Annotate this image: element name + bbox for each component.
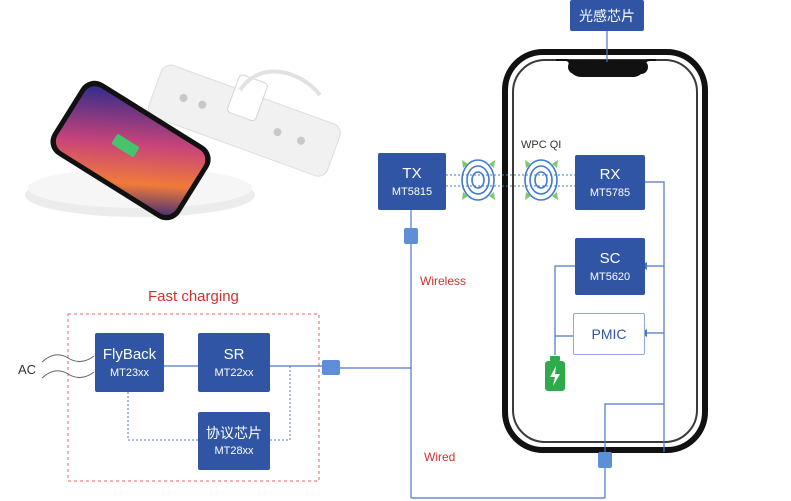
sr-block: SR MT22xx bbox=[198, 333, 270, 392]
rx-title: RX bbox=[599, 165, 621, 183]
fast-charger-connector bbox=[322, 360, 340, 375]
flyback-title: FlyBack bbox=[102, 345, 157, 363]
rx-block: RX MT5785 bbox=[575, 155, 645, 210]
product-photo bbox=[25, 64, 341, 221]
pmic-block: PMIC bbox=[573, 313, 645, 355]
tx-block: TX MT5815 bbox=[378, 153, 446, 210]
protocol-sub: MT28xx bbox=[214, 445, 254, 457]
fast-charging-frame bbox=[67, 313, 320, 482]
ac-wave-1 bbox=[41, 354, 95, 363]
wireless-connector bbox=[404, 228, 418, 244]
pmic-label: PMIC bbox=[591, 326, 627, 342]
sc-sub: MT5620 bbox=[589, 270, 631, 283]
ac-label: AC bbox=[18, 362, 37, 377]
wireless-label: Wireless bbox=[420, 274, 467, 288]
tx-coil bbox=[461, 159, 495, 201]
tx-title: TX bbox=[402, 164, 422, 182]
sc-title: SC bbox=[599, 249, 621, 267]
ac-wave-2 bbox=[41, 370, 95, 379]
protocol-chip-block: 协议芯片 MT28xx bbox=[198, 412, 270, 470]
sr-sub: MT22xx bbox=[214, 366, 254, 379]
field-arrows bbox=[462, 160, 558, 200]
rx-coil bbox=[524, 159, 558, 201]
tx-sub: MT5815 bbox=[391, 185, 433, 198]
light-sensor-chip-label: 光感芯片 bbox=[579, 7, 635, 24]
protocol-title: 协议芯片 bbox=[206, 425, 262, 441]
rx-sub: MT5785 bbox=[589, 186, 631, 199]
sr-title: SR bbox=[223, 345, 245, 363]
wpc-label: WPC QI bbox=[521, 139, 562, 151]
flyback-block: FlyBack MT23xx bbox=[95, 333, 164, 392]
sc-block: SC MT5620 bbox=[575, 238, 645, 295]
wired-label: Wired bbox=[424, 450, 456, 464]
flyback-sub: MT23xx bbox=[109, 366, 150, 379]
phone-port-connector bbox=[598, 452, 612, 468]
light-sensor-chip: 光感芯片 bbox=[570, 0, 644, 31]
fast-charging-label: Fast charging bbox=[148, 288, 239, 305]
battery-icon bbox=[545, 356, 565, 391]
